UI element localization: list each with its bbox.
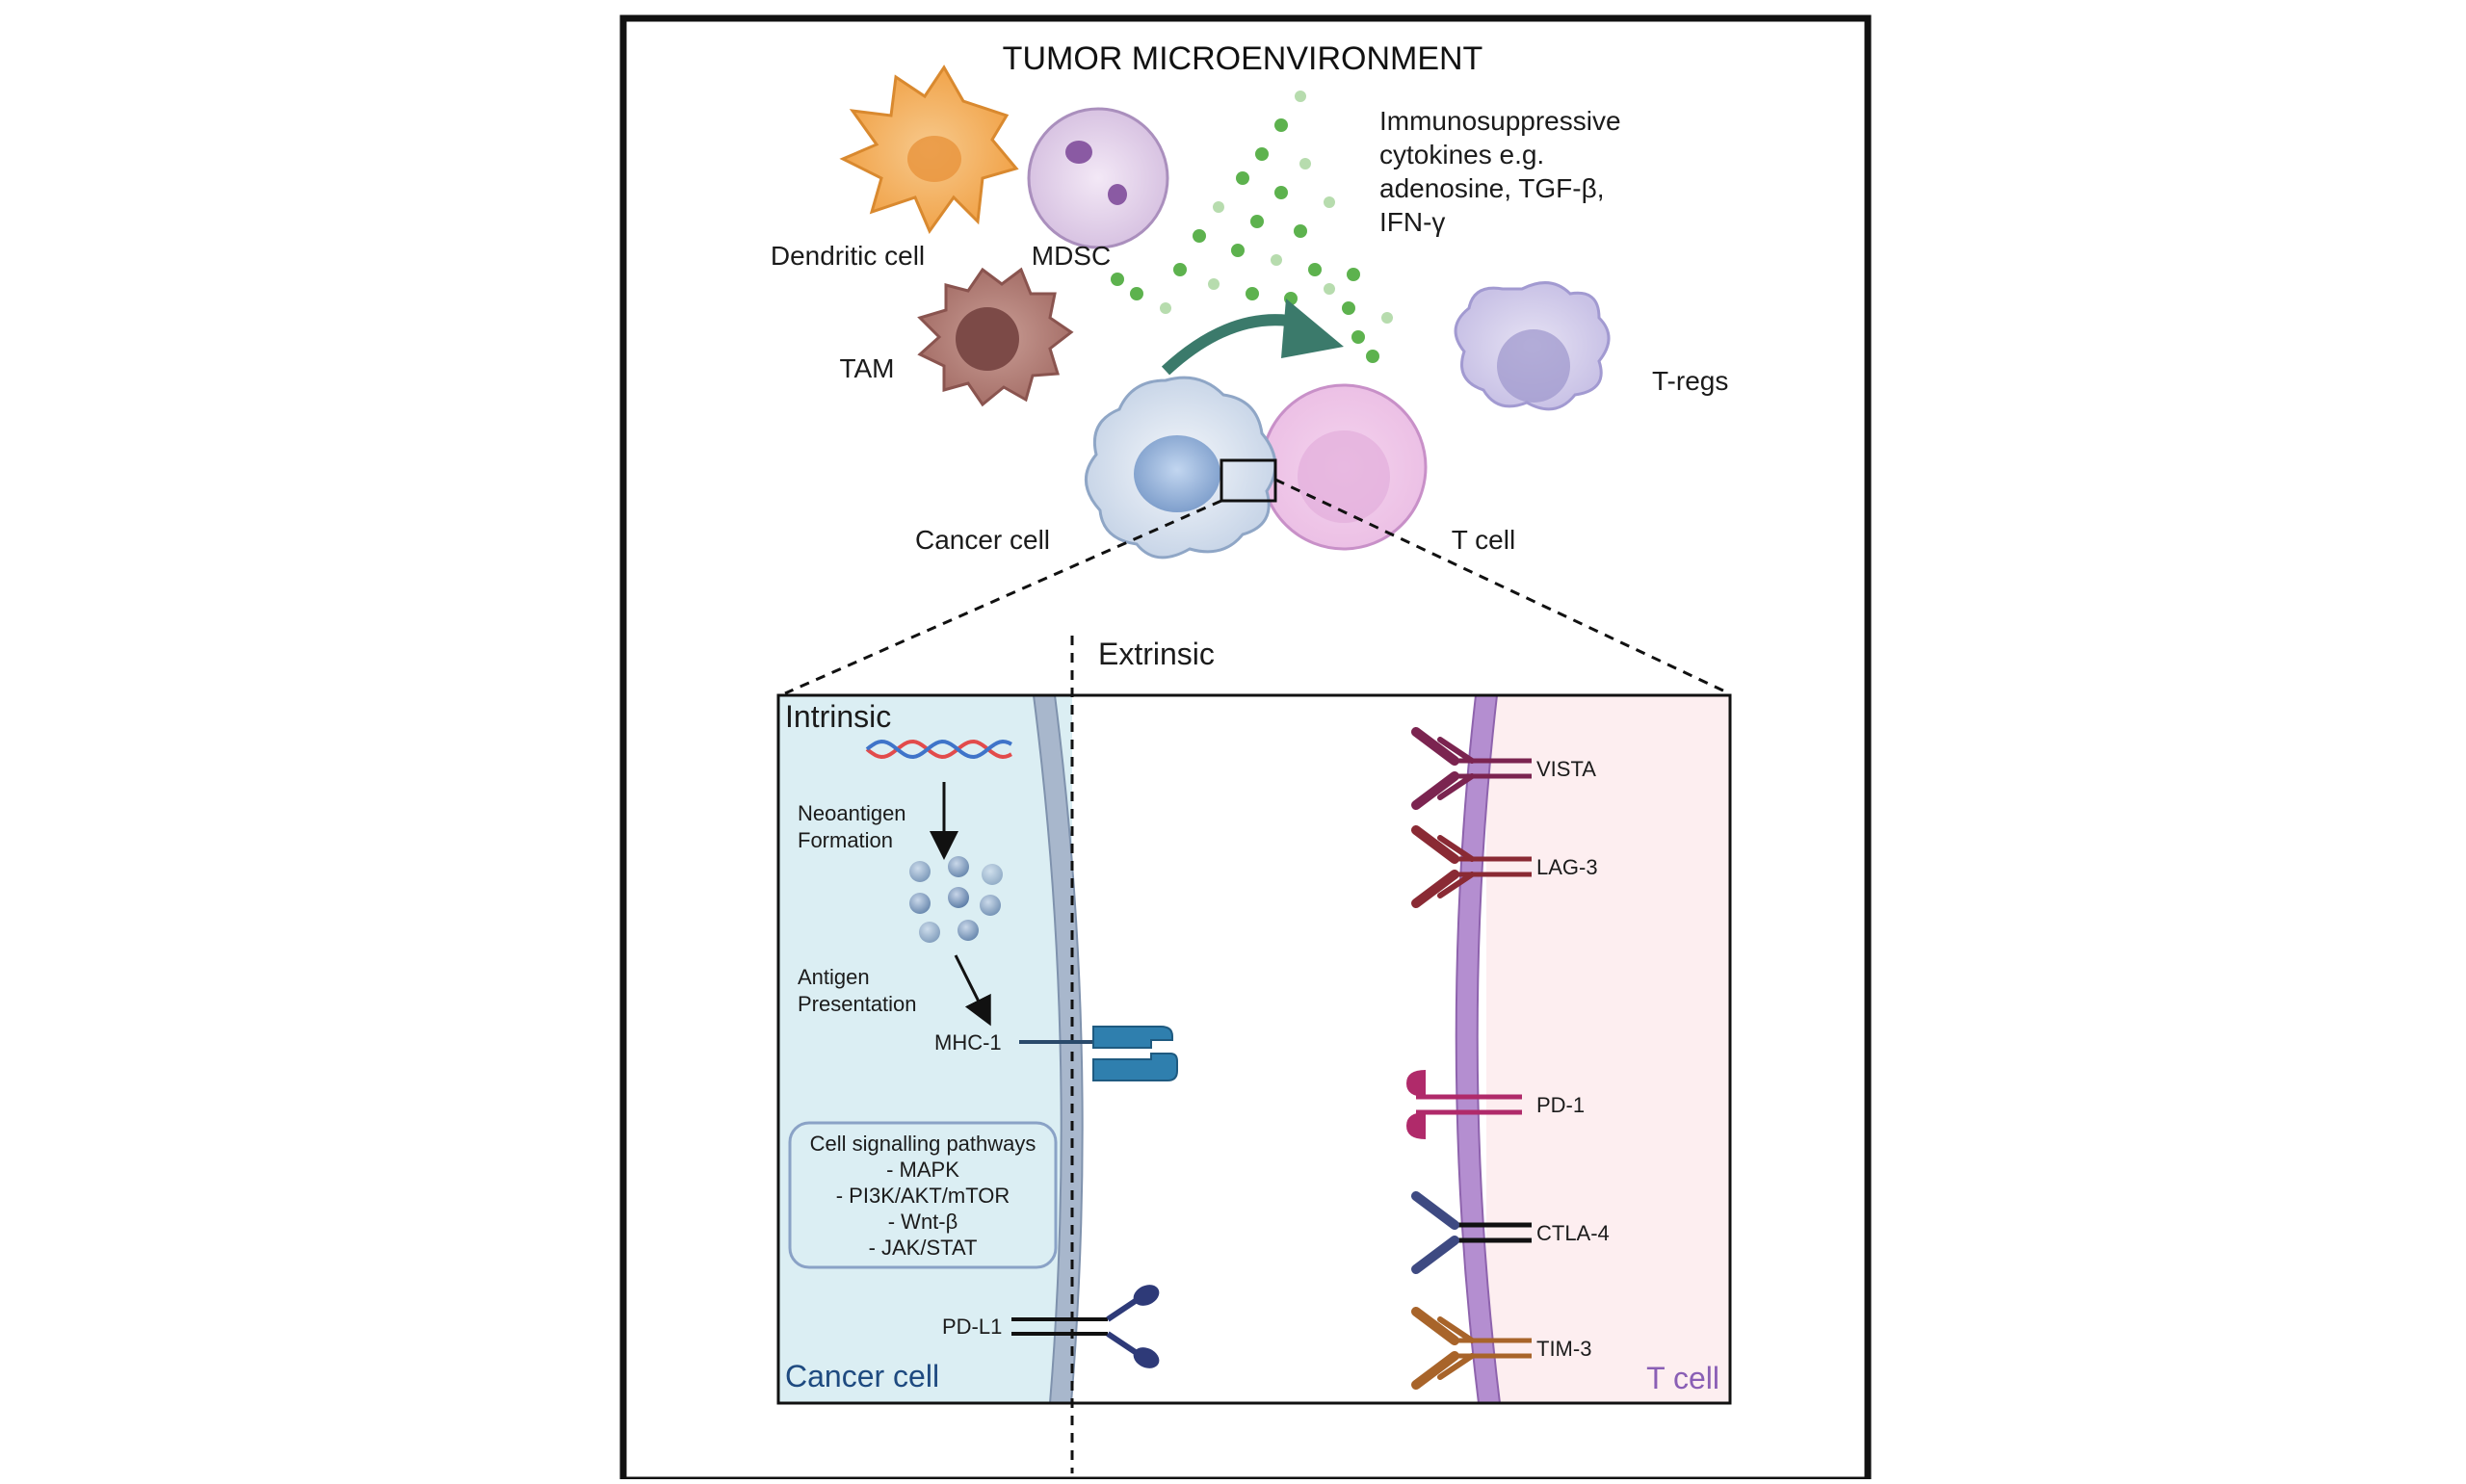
- zoom-guide-right: [1274, 478, 1730, 695]
- antigen-particle: [980, 895, 1001, 916]
- tcell-side-bg: [1486, 695, 1730, 1403]
- cytokine-dot: [1274, 186, 1288, 199]
- cancer-cell-label: Cancer cell: [915, 525, 1050, 555]
- pathway-1: - MAPK: [886, 1158, 959, 1182]
- cytokines-line-4: IFN-γ: [1379, 207, 1445, 237]
- mhc-label: MHC-1: [934, 1030, 1002, 1054]
- pathway-3: - Wnt-β: [888, 1210, 958, 1234]
- treg-icon: [1454, 281, 1611, 411]
- receptor-label: LAG-3: [1536, 855, 1598, 879]
- detail-panel: [776, 693, 1732, 1405]
- pathway-2: - PI3K/AKT/mTOR: [836, 1184, 1010, 1208]
- suppression-arrow: [1161, 299, 1344, 376]
- mhc-receptor-icon: [1019, 1026, 1178, 1081]
- presentation-line-2: Presentation: [798, 992, 917, 1016]
- receptor-label: CTLA-4: [1536, 1221, 1610, 1245]
- pathways-title: Cell signalling pathways: [810, 1132, 1036, 1156]
- dendritic-cell-icon: [839, 65, 1019, 235]
- t-cell-panel-label: T cell: [1646, 1361, 1719, 1395]
- cytokine-dot: [1255, 147, 1269, 161]
- dendritic-cell-label: Dendritic cell: [771, 241, 925, 271]
- t-cell-icon: [1260, 383, 1428, 551]
- mdsc-icon: [1027, 107, 1169, 249]
- antigen-particle: [982, 864, 1003, 885]
- antigen-cluster: [909, 856, 1003, 943]
- cytokine-dots: [1111, 91, 1393, 363]
- antigen-presentation-label: Antigen Presentation: [798, 965, 917, 1016]
- cytokine-dot: [1351, 330, 1365, 344]
- cytokine-dot: [1160, 302, 1171, 314]
- dna-icon: [865, 739, 1012, 760]
- antigen-particle: [948, 856, 969, 877]
- cytokine-dot: [1271, 254, 1282, 266]
- presentation-line-1: Antigen: [798, 965, 870, 989]
- cytokines-line-2: cytokines e.g.: [1379, 140, 1544, 169]
- cytokine-dot: [1250, 215, 1264, 228]
- detail-frame: [776, 693, 1732, 1405]
- figure-title: TUMOR MICROENVIRONMENT: [1003, 40, 1483, 77]
- cytokine-dot: [1324, 283, 1335, 295]
- cytokine-dot: [1294, 224, 1307, 238]
- cancer-cell-icon: [1084, 376, 1277, 560]
- tam-icon: [917, 267, 1074, 407]
- receptor-label: TIM-3: [1536, 1337, 1591, 1361]
- cytokine-dot: [1193, 229, 1206, 243]
- cytokine-dot: [1208, 278, 1220, 290]
- cytokine-dot: [1381, 312, 1393, 324]
- tam-label: TAM: [839, 353, 894, 383]
- cytokine-dot: [1342, 301, 1355, 315]
- cancer-cell-panel-label: Cancer cell: [785, 1359, 939, 1393]
- receptor-lag-3: LAG-3: [1411, 825, 1598, 908]
- cytokine-dot: [1299, 158, 1311, 169]
- cytokine-dot: [1111, 273, 1124, 286]
- cytokine-dot: [1295, 91, 1306, 102]
- receptor-label: PD-1: [1536, 1093, 1585, 1117]
- pathways-box: [788, 1121, 1058, 1269]
- cytokine-dot: [1366, 350, 1379, 363]
- receptor-pd-1: PD-1: [1406, 1070, 1585, 1139]
- intrinsic-label: Intrinsic: [785, 699, 891, 734]
- antigen-particle: [919, 922, 940, 943]
- extracellular-bg: [1072, 695, 1486, 1403]
- cytokines-label: Immunosuppressive cytokines e.g. adenosi…: [1379, 106, 1628, 237]
- antigen-particle: [909, 893, 931, 914]
- mdsc-label: MDSC: [1032, 241, 1111, 271]
- cytokine-dot: [1308, 263, 1322, 276]
- receptor-label: VISTA: [1536, 757, 1596, 781]
- neoantigen-line-2: Formation: [798, 828, 893, 852]
- cytokine-dot: [1130, 287, 1143, 300]
- cancer-side-bg: [778, 695, 1072, 1403]
- receptor-tim-3: TIM-3: [1411, 1307, 1591, 1390]
- cytokine-dot: [1274, 118, 1288, 132]
- pdl1-label: PD-L1: [942, 1315, 1002, 1339]
- cytokine-dot: [1173, 263, 1187, 276]
- presentation-arrow: [954, 954, 991, 1027]
- extrinsic-label: Extrinsic: [1098, 637, 1215, 671]
- cytokine-dot: [1236, 171, 1249, 185]
- pdl1-receptor-icon: [1011, 1285, 1160, 1368]
- cytokine-dot: [1231, 244, 1245, 257]
- receptor-ctla-4: CTLA-4: [1411, 1191, 1610, 1274]
- t-cell-label: T cell: [1452, 525, 1515, 555]
- pathway-4: - JAK/STAT: [869, 1236, 978, 1260]
- antigen-particle: [948, 887, 969, 908]
- cytokine-dot: [1246, 287, 1259, 300]
- cytokine-dot: [1213, 201, 1224, 213]
- receptor-vista: VISTA: [1411, 727, 1596, 810]
- neoantigen-label: Neoantigen Formation: [798, 801, 912, 852]
- cytokines-line-1: Immunosuppressive: [1379, 106, 1621, 136]
- antigen-particle: [958, 920, 979, 941]
- cytokines-line-3: adenosine, TGF-β,: [1379, 173, 1604, 203]
- cytokine-dot: [1324, 196, 1335, 208]
- cytokine-dot: [1347, 268, 1360, 281]
- antigen-particle: [909, 861, 931, 882]
- tregs-label: T-regs: [1652, 366, 1728, 396]
- neoantigen-line-1: Neoantigen: [798, 801, 906, 825]
